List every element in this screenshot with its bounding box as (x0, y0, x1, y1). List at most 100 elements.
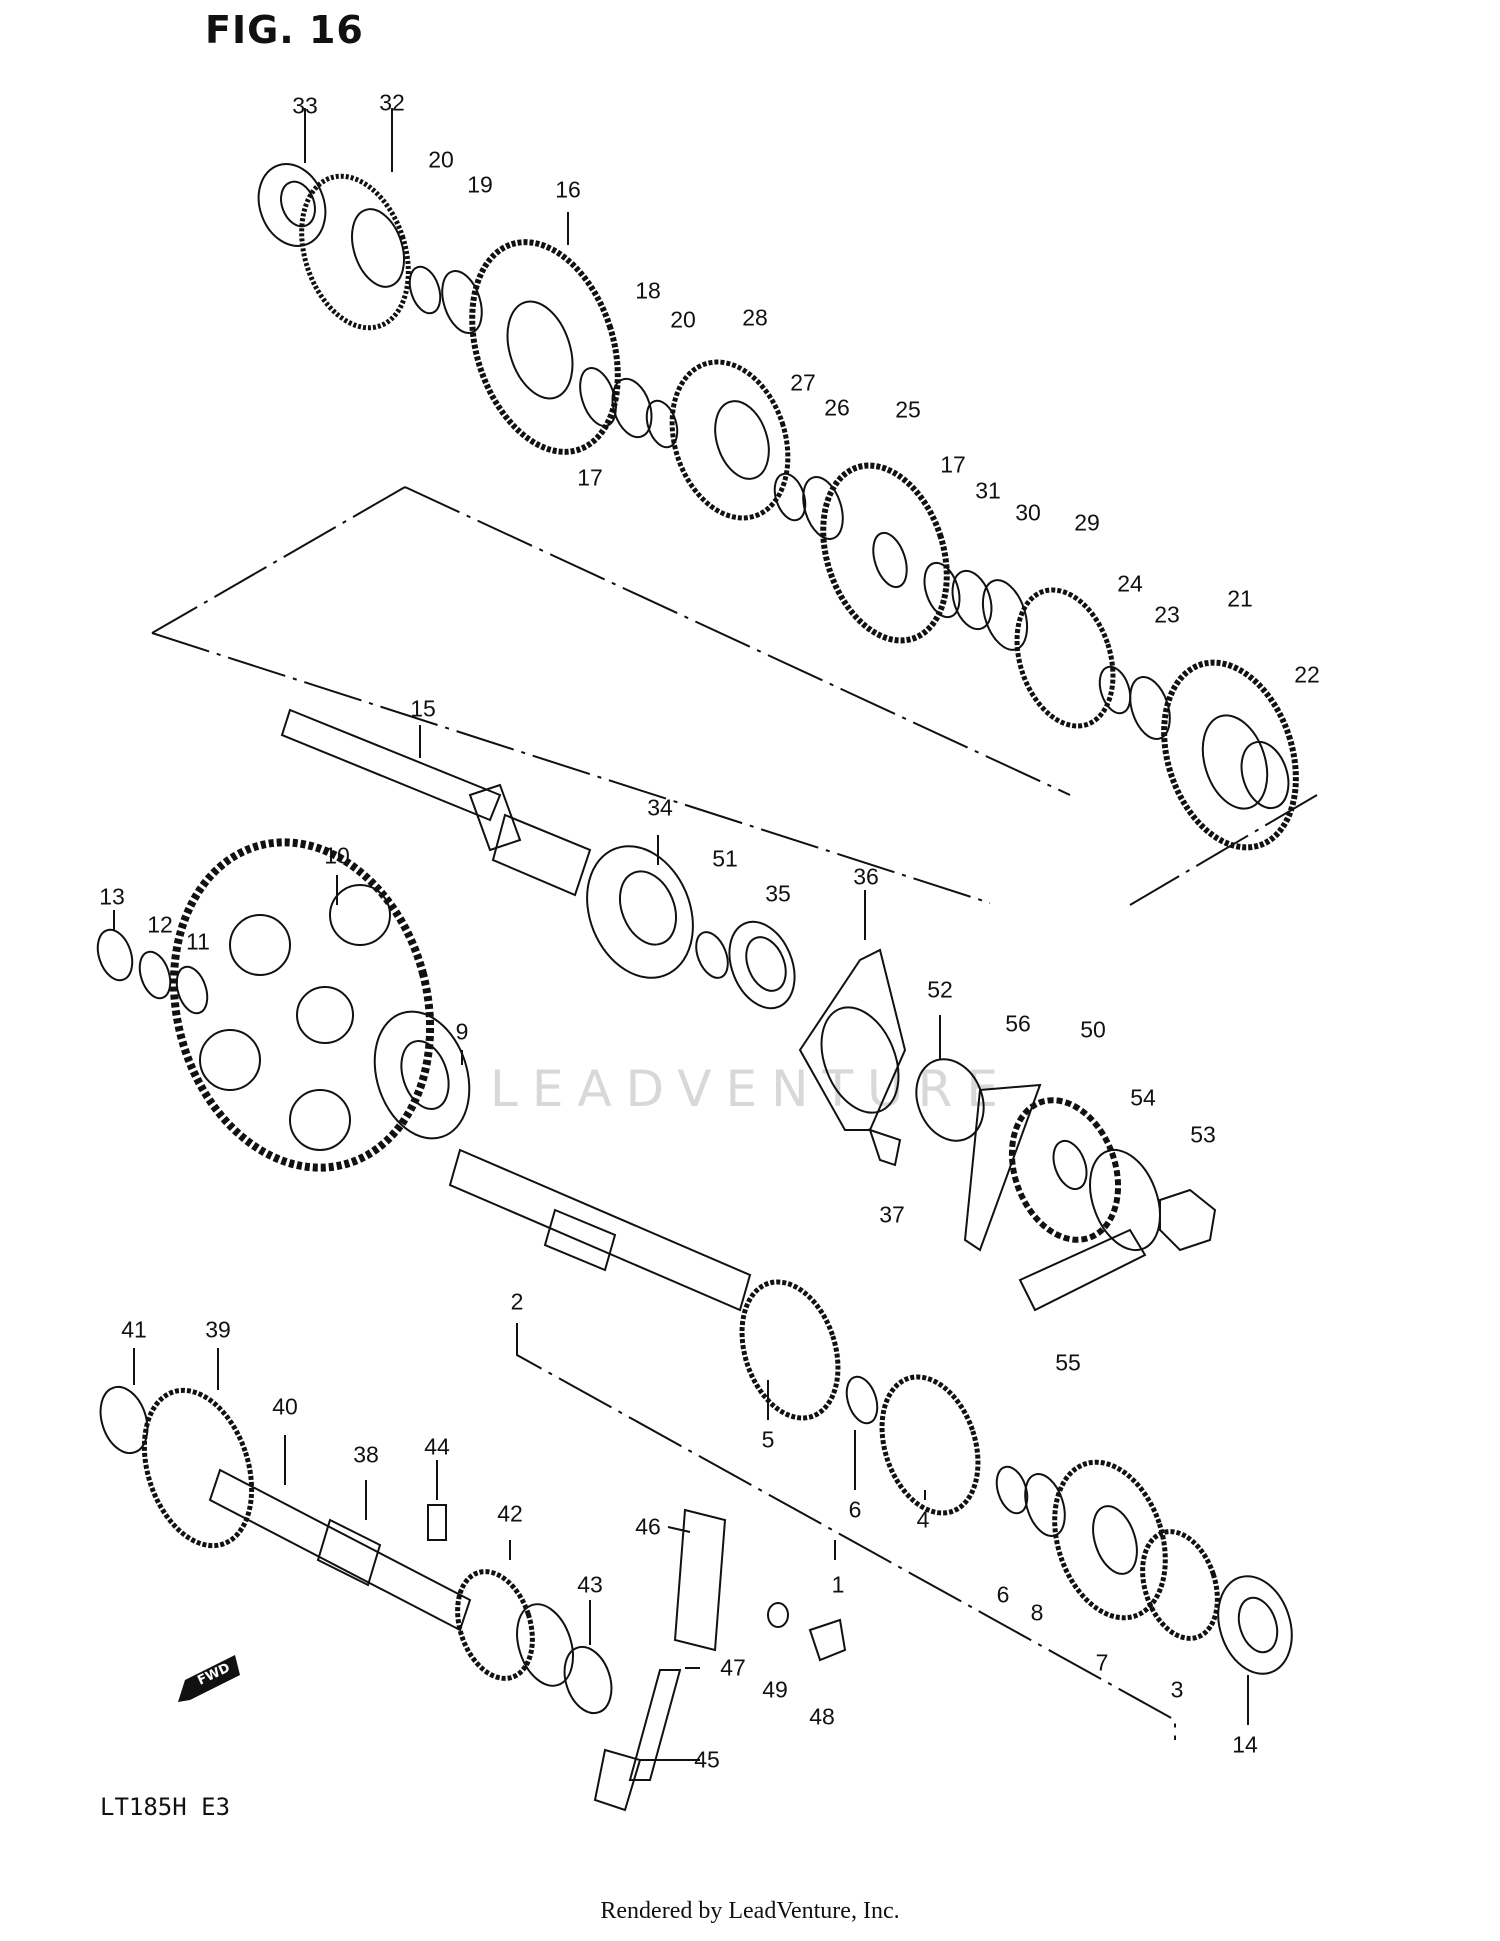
gear-25 (820, 462, 950, 644)
washer-43 (563, 1645, 613, 1715)
bearing-14 (1217, 1575, 1293, 1675)
callout-28: 28 (742, 304, 768, 331)
callout-41: 41 (121, 1316, 147, 1343)
bearing-9 (373, 1010, 471, 1140)
washer-41 (99, 1385, 149, 1455)
callout-53: 53 (1190, 1121, 1216, 1148)
callout-17a: 17 (577, 464, 603, 491)
gear-45 (593, 1748, 642, 1812)
callout-12: 12 (147, 911, 173, 938)
callout-24: 24 (1117, 570, 1143, 597)
washer-19 (441, 270, 483, 334)
callout-45: 45 (694, 1746, 720, 1773)
ring-24 (1098, 665, 1132, 715)
callout-36: 36 (853, 863, 879, 890)
driveshaft-2 (448, 1148, 752, 1312)
bushing-17b (923, 561, 961, 619)
callout-16: 16 (555, 176, 581, 203)
washer-54 (1089, 1148, 1161, 1252)
ring-6a (845, 1375, 879, 1425)
callout-52: 52 (927, 976, 953, 1003)
clip-49 (767, 1602, 789, 1628)
callout-8: 8 (1030, 1599, 1044, 1626)
callout-23: 23 (1154, 601, 1180, 628)
callout-43: 43 (577, 1571, 603, 1598)
gear-32 (299, 108, 411, 331)
callout-20b: 20 (670, 306, 696, 333)
washer-31 (951, 569, 993, 631)
seal-13 (96, 928, 134, 982)
callout-56: 56 (1005, 1010, 1031, 1037)
gear-29 (1014, 587, 1116, 729)
ring-11 (175, 965, 209, 1015)
callout-6a: 6 (848, 1496, 862, 1523)
callout-55: 55 (1055, 1349, 1081, 1376)
gear-21 (1161, 659, 1299, 851)
callout-11: 11 (186, 928, 210, 955)
callout-33: 33 (292, 92, 318, 119)
sprocket-50 (1008, 1097, 1122, 1243)
driveshaft-bracket (516, 1323, 1176, 1740)
oring-51 (695, 931, 729, 979)
callout-27: 27 (790, 369, 816, 396)
callout-26: 26 (824, 394, 850, 421)
callout-13: 13 (99, 883, 125, 910)
callout-35: 35 (765, 880, 791, 907)
countershaft-15 (280, 708, 592, 897)
figure-title: FIG. 16 (205, 8, 364, 52)
plate-36 (798, 948, 907, 1131)
gear-16 (469, 212, 621, 455)
model-code: LT185H E3 (100, 1793, 231, 1821)
callout-49: 49 (762, 1676, 788, 1703)
ring-20 (408, 265, 442, 315)
countershaft-bracket (151, 486, 1318, 906)
fwd-arrow-icon (178, 1655, 240, 1702)
gear-46 (673, 1508, 727, 1652)
callout-32: 32 (379, 89, 405, 116)
callout-1: 1 (831, 1571, 845, 1598)
gear-39 (141, 1387, 255, 1549)
bolt-48 (808, 1618, 847, 1662)
callout-44: 44 (424, 1433, 450, 1460)
callout-50: 50 (1080, 1016, 1106, 1043)
chain-55 (1018, 1228, 1147, 1312)
gear-3 (1140, 1529, 1220, 1641)
callout-29: 29 (1074, 509, 1100, 536)
callout-31: 31 (975, 477, 1001, 504)
callout-20a: 20 (428, 146, 454, 173)
ring-20b (645, 399, 679, 449)
callout-38: 38 (353, 1441, 379, 1468)
gear-7 (1052, 1459, 1168, 1621)
kickstarter-shaft-38 (208, 1468, 472, 1632)
washer-18 (611, 377, 653, 439)
callout-19: 19 (467, 171, 493, 198)
ring-27 (773, 472, 807, 522)
callout-15: 15 (410, 695, 436, 722)
pin-44 (427, 1504, 447, 1541)
callout-9: 9 (455, 1018, 469, 1045)
lockplate-56 (963, 1083, 1042, 1252)
callout-30: 30 (1015, 499, 1041, 526)
callout-39: 39 (205, 1316, 231, 1343)
shaft-47 (628, 1669, 682, 1781)
callout-22: 22 (1294, 661, 1320, 688)
callout-51: 51 (712, 845, 738, 872)
callout-40: 40 (272, 1393, 298, 1420)
bearing-34 (586, 845, 694, 979)
gear-42 (455, 1569, 535, 1681)
callout-46: 46 (635, 1513, 661, 1540)
callout-47: 47 (720, 1654, 746, 1681)
washer-8 (1024, 1473, 1066, 1537)
callout-42: 42 (497, 1500, 523, 1527)
footer-credit: Rendered by LeadVenture, Inc. (600, 1898, 900, 1924)
ring-12 (138, 950, 172, 1000)
bearing-33 (257, 108, 327, 247)
callout-2: 2 (510, 1288, 524, 1315)
callout-37: 37 (879, 1201, 905, 1228)
callout-14: 14 (1232, 1731, 1258, 1758)
callout-4: 4 (916, 1506, 930, 1533)
gear-4 (879, 1374, 981, 1516)
watermark-text: LEADVENTURE (490, 1060, 1012, 1118)
bolt-37 (868, 1128, 902, 1167)
